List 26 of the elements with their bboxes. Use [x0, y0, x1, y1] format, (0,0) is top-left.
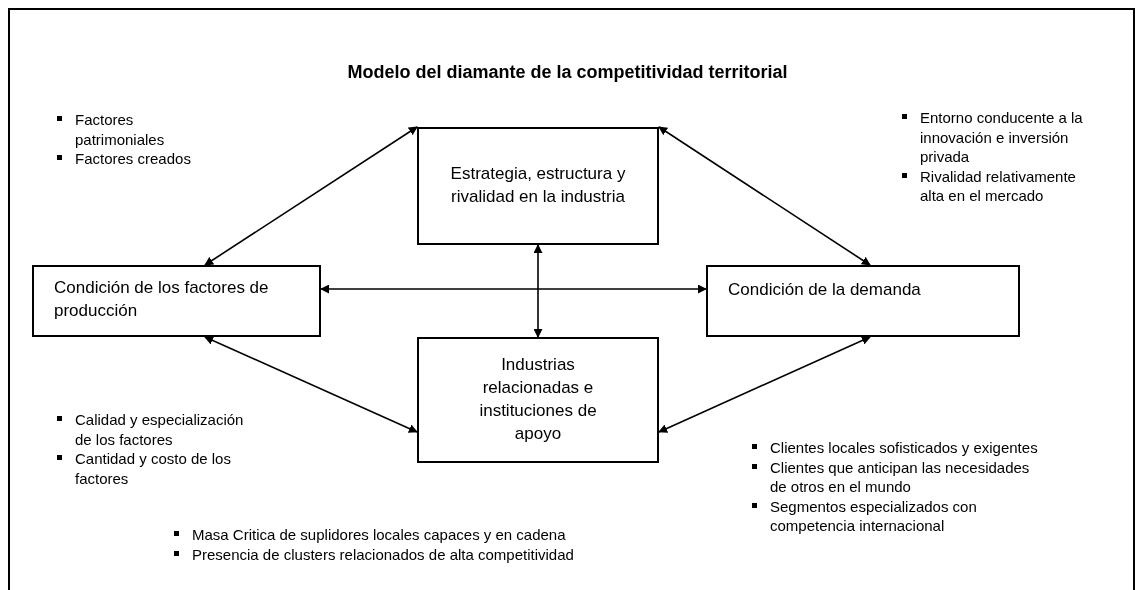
bullet-item: Calidad y especialización de los factores: [55, 410, 247, 449]
box-text: Condición de los factores de producción: [54, 277, 270, 322]
box-text: Condición de la demanda: [728, 279, 921, 301]
bullet-item: Cantidad y costo de los factores: [55, 449, 247, 488]
bullet-item: Masa Critica de suplidores locales capaces y en cadena: [172, 525, 732, 545]
double-arrow: [658, 336, 871, 433]
bullet-item: Presencia de clusters relacionados de alta competitividad: [172, 544, 732, 564]
bullet-item: Factores patrimoniales: [55, 110, 205, 149]
bullet-item: Entorno conducente a la innovación e inversión privada: [900, 108, 1088, 167]
bullet-item: Clientes locales sofisticados y exigentes: [750, 438, 1040, 458]
factor-box: [417, 127, 659, 245]
double-arrow: [320, 284, 707, 294]
double-arrow: [204, 336, 418, 433]
double-arrow: [658, 126, 871, 266]
bullet-item: Clientes que anticipan las necesidades de otros en el mundo: [750, 457, 1040, 497]
factor-box: [417, 337, 659, 463]
double-arrow: [533, 244, 543, 338]
bullet-item: Segmentos especializados con competencia internacional: [750, 496, 1040, 536]
diagram-title: Modelo del diamante de la competitividad territorial: [346, 62, 789, 83]
factor-box: [706, 265, 1020, 337]
double-arrow: [204, 126, 418, 266]
box-text: Estrategia, estructura y rivalidad en la industria: [449, 163, 627, 208]
factor-box: [32, 265, 321, 337]
bullet-item: Factores creados: [55, 149, 205, 169]
box-text: Industrias relacionadas e instituciones de apoyo: [478, 354, 598, 445]
bullet-item: Rivalidad relativamente alta en el mercado: [900, 166, 1088, 206]
